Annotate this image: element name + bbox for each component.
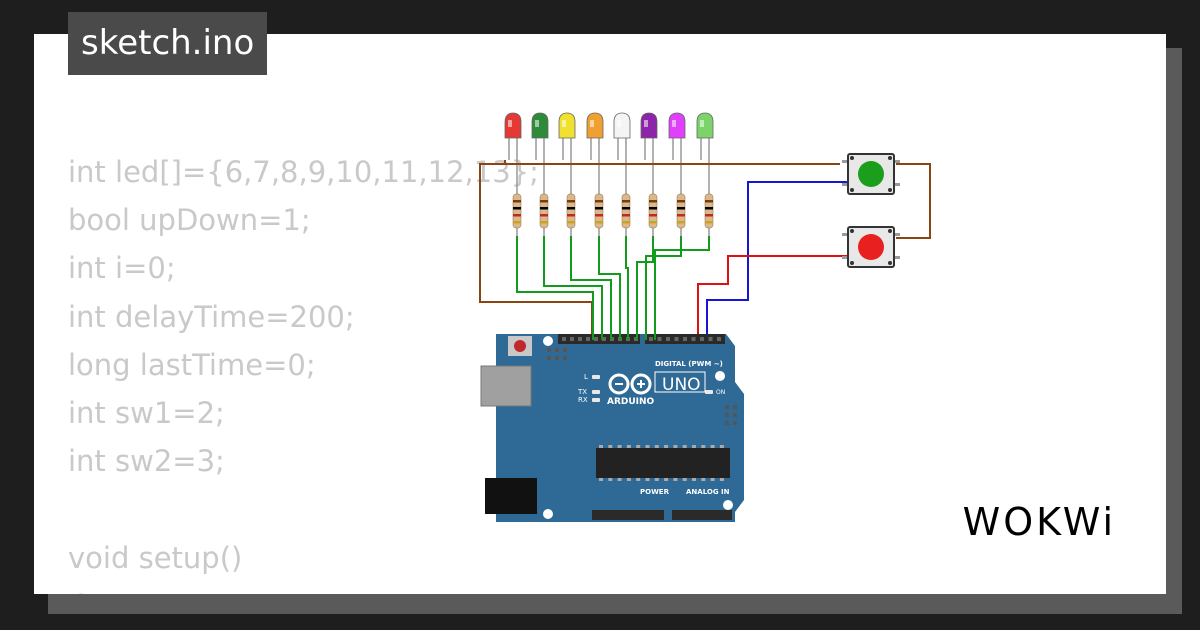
usb-port <box>480 365 532 407</box>
board-model-label: UNO <box>662 375 701 395</box>
pushbutton-red[interactable] <box>842 226 900 268</box>
sketch-filename-tab[interactable]: sketch.ino <box>68 12 268 75</box>
gnd-switch-wire <box>896 163 931 239</box>
led <box>504 112 522 160</box>
code-line: long lastTime=0; <box>68 347 316 382</box>
rx-label: RX <box>578 396 588 404</box>
led-wire <box>645 236 682 340</box>
led-wire <box>570 236 612 340</box>
resistor <box>648 150 658 236</box>
resistor-row <box>512 150 714 236</box>
code-preview: int led[]={6,7,8,9,10,11,12,13}; bool up… <box>68 148 539 594</box>
code-line: int sw1=2; <box>68 396 225 431</box>
wire-sw2 <box>697 255 850 340</box>
led <box>531 112 549 160</box>
resistor <box>594 150 604 236</box>
circuit-diagram: UNO ARDUINO DIGITAL (PWM ~) POWER ANALOG… <box>479 112 931 522</box>
wokwi-logo: WOKWi <box>962 500 1116 544</box>
led-body <box>531 112 549 139</box>
led-body <box>668 112 686 139</box>
resistor <box>621 150 631 236</box>
led-wires <box>516 236 710 340</box>
led-body <box>586 112 604 139</box>
led-body <box>640 112 658 139</box>
led-body <box>613 112 631 139</box>
code-line: int sw2=3; <box>68 444 225 479</box>
button-cap <box>858 161 884 187</box>
led-wire <box>516 236 594 340</box>
resistor <box>676 150 686 236</box>
wire-sw1 <box>706 181 850 340</box>
resistor <box>566 150 576 236</box>
project-canvas: int led[]={6,7,8,9,10,11,12,13}; bool up… <box>34 34 1166 594</box>
code-line: int i=0; <box>68 251 176 286</box>
led <box>640 112 658 160</box>
arduino-uno-board[interactable]: UNO ARDUINO DIGITAL (PWM ~) POWER ANALOG… <box>480 334 744 522</box>
led-wire <box>625 236 629 340</box>
resistor <box>539 150 549 236</box>
led-wire <box>598 236 621 340</box>
gnd-to-board-wire <box>479 163 593 340</box>
led <box>668 112 686 160</box>
gnd-bus-wire <box>504 160 840 165</box>
code-line: void setup() <box>68 540 243 575</box>
tx-label: TX <box>577 388 587 396</box>
resistor <box>512 150 522 236</box>
l-led-label: L <box>584 373 588 381</box>
led-wire <box>543 236 603 340</box>
led-body <box>504 112 522 139</box>
led-body <box>558 112 576 139</box>
power-header-label: POWER <box>640 488 670 496</box>
code-line: int delayTime=200; <box>68 299 355 334</box>
led-row <box>504 112 714 160</box>
code-line: bool upDown=1; <box>68 203 311 238</box>
led <box>586 112 604 160</box>
analog-header-label: ANALOG IN <box>686 488 730 496</box>
led <box>696 112 714 160</box>
code-line: { <box>68 589 86 594</box>
led <box>613 112 631 160</box>
led-wire <box>654 236 710 340</box>
microcontroller-chip <box>596 448 730 478</box>
digital-header-label: DIGITAL (PWM ~) <box>655 360 723 368</box>
led <box>558 112 576 160</box>
power-jack <box>485 478 537 514</box>
resistor <box>704 150 714 236</box>
on-led-label: ON <box>716 389 725 396</box>
button-cap <box>858 234 884 260</box>
arduino-logo-icon <box>608 373 652 395</box>
pushbutton-green[interactable] <box>842 153 900 195</box>
board-brand-label: ARDUINO <box>607 397 655 407</box>
led-body <box>696 112 714 139</box>
code-line: int led[]={6,7,8,9,10,11,12,13}; <box>68 155 539 189</box>
